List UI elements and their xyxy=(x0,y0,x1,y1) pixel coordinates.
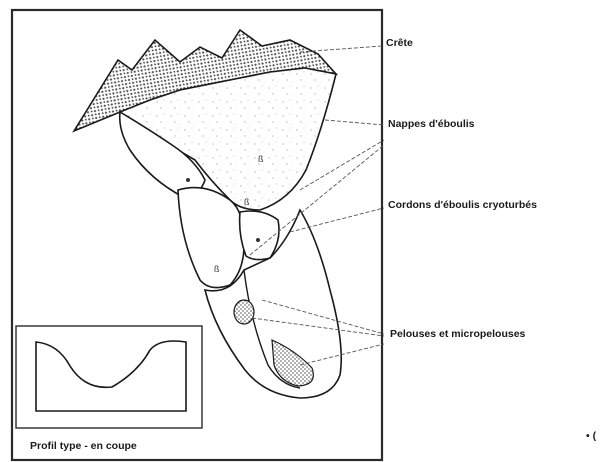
svg-text:ß: ß xyxy=(258,154,264,164)
cordon-middle xyxy=(240,211,279,260)
svg-text:ß: ß xyxy=(244,197,250,207)
label-nappes: Nappes d'éboulis xyxy=(388,118,475,130)
label-cordons: Cordons d'éboulis cryoturbés xyxy=(388,199,537,211)
label-profil: Profil type - en coupe xyxy=(30,440,137,452)
label-crete: Crête xyxy=(386,37,413,49)
lawn-patch-upper xyxy=(234,300,254,324)
profile-curve xyxy=(36,341,186,411)
margin-mark: • ( xyxy=(586,430,596,442)
svg-text:ß: ß xyxy=(214,264,220,274)
label-pelouses: Pelouses et micropelouses xyxy=(390,328,525,340)
